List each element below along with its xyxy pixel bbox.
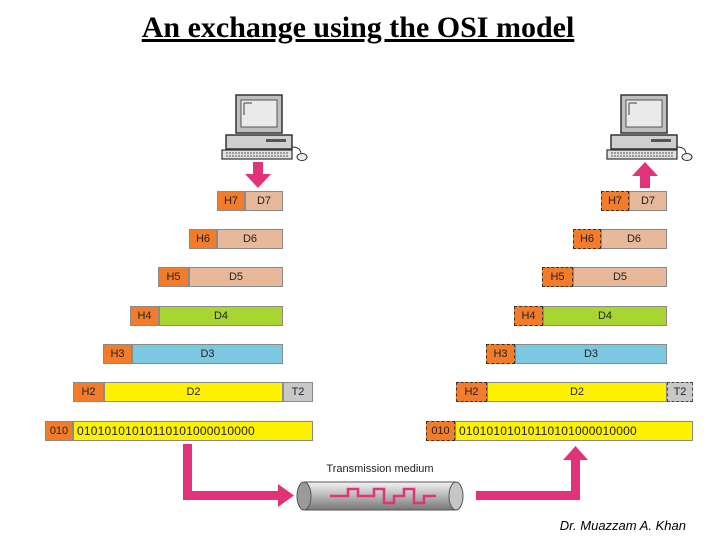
sender-d7: D7 xyxy=(245,191,283,211)
receiver-bits: 01010101010110101000010000 xyxy=(455,421,693,441)
sender-h2: H2 xyxy=(73,382,104,402)
sender-t2: T2 xyxy=(283,382,313,402)
sender-d3: D3 xyxy=(132,344,283,364)
author-credit: Dr. Muazzam A. Khan xyxy=(559,518,686,533)
sender-bits: 01010101010110101000010000 xyxy=(73,421,313,441)
transmission-cable-icon xyxy=(296,481,464,511)
sender-h7: H7 xyxy=(217,191,245,211)
receive-arrow-icon xyxy=(476,446,588,500)
receiver-t2: T2 xyxy=(667,382,693,402)
receiver-h2: H2 xyxy=(456,382,487,402)
receiver-d7: D7 xyxy=(629,191,667,211)
receiver-up-arrow-icon xyxy=(632,162,658,188)
send-arrow-icon xyxy=(183,444,294,507)
sender-d4: D4 xyxy=(159,306,283,326)
receiver-h5: H5 xyxy=(542,267,573,287)
receiver-d6: D6 xyxy=(601,229,667,249)
receiver-d2: D2 xyxy=(487,382,667,402)
receiver-h7: H7 xyxy=(601,191,629,211)
sender-computer-icon xyxy=(221,94,308,161)
sender-h3: H3 xyxy=(103,344,132,364)
sender-h5: H5 xyxy=(158,267,189,287)
receiver-h6: H6 xyxy=(573,229,601,249)
sender-h4: H4 xyxy=(130,306,159,326)
transmission-medium-label: Transmission medium xyxy=(326,463,434,475)
sender-down-arrow-icon xyxy=(245,162,271,188)
receiver-bits-prefix: 010 xyxy=(426,421,455,441)
receiver-d5: D5 xyxy=(573,267,667,287)
sender-d6: D6 xyxy=(217,229,283,249)
sender-d5: D5 xyxy=(189,267,283,287)
sender-d2: D2 xyxy=(104,382,283,402)
sender-bits-prefix: 010 xyxy=(45,421,73,441)
receiver-h3: H3 xyxy=(486,344,515,364)
receiver-d3: D3 xyxy=(515,344,667,364)
receiver-computer-icon xyxy=(606,94,693,161)
receiver-d4: D4 xyxy=(543,306,667,326)
page-title: An exchange using the OSI model xyxy=(141,11,575,44)
sender-h6: H6 xyxy=(189,229,217,249)
receiver-h4: H4 xyxy=(514,306,543,326)
